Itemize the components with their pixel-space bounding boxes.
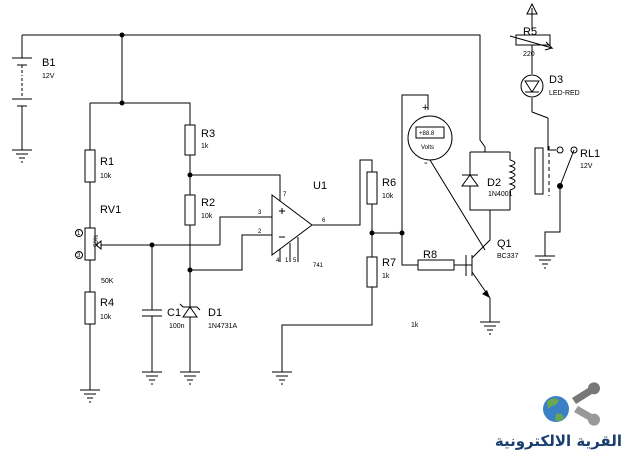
- rv1-pin-bottom: 3: [77, 253, 81, 259]
- rl1-value: 12V: [580, 163, 593, 170]
- opamp-u1: U1 741 3 2 6 7 4 1 5: [190, 159, 373, 271]
- wrench-icon: [572, 382, 600, 426]
- r3-value: 1k: [201, 143, 209, 150]
- relay-rl1: RL1 12V: [508, 118, 600, 269]
- r6-value: 10k: [382, 193, 394, 200]
- rv1-pin-top: 1: [77, 231, 81, 237]
- r1-value: 10k: [100, 173, 112, 180]
- resistor-r4: R4 10k: [84, 291, 114, 390]
- r5-value: 220: [523, 51, 535, 58]
- u1-pin-vplus: 7: [283, 192, 287, 198]
- voltmeter-plus: +: [422, 102, 428, 114]
- top-rail-wires: [21, 32, 486, 152]
- d2-value: 1N4001: [488, 191, 513, 198]
- r6-ref: R6: [382, 177, 396, 189]
- rv1-ref: RV1: [100, 204, 121, 216]
- globe-icon: [543, 396, 569, 422]
- resistor-r1: R1 10k: [84, 149, 114, 228]
- rv1-value: 50K: [101, 278, 114, 285]
- transistor-q1: Q1 BC337: [465, 210, 519, 335]
- u1-pin-a: 1: [285, 258, 289, 264]
- r4-ref: R4: [100, 297, 114, 309]
- u1-pin-vminus: 4: [276, 258, 280, 264]
- r8-value: 1k: [411, 322, 419, 329]
- q1-ref: Q1: [497, 238, 512, 250]
- u1-pin-noninv: 3: [258, 210, 262, 216]
- resistor-r2: R2 10k: [184, 194, 215, 307]
- r5-ref: R5: [523, 26, 537, 38]
- d2-ref: D2: [487, 177, 501, 189]
- supply-terminal: [526, 2, 538, 30]
- ground-r4: [80, 389, 100, 403]
- u1-part: 741: [313, 263, 324, 269]
- r2-value: 10k: [201, 213, 213, 220]
- voltmeter-unit: Volts: [421, 145, 434, 151]
- rl1-ref: RL1: [580, 148, 600, 160]
- c1-value: 100n: [169, 323, 185, 330]
- resistor-r6: R6 10k: [366, 171, 396, 257]
- u1-ref: U1: [313, 180, 327, 192]
- resistor-r8: R8 1k: [372, 94, 466, 329]
- voltmeter: + +88.8 Volts -: [407, 102, 486, 251]
- logo-text: القرية الالكترونية: [495, 432, 622, 450]
- q1-value: BC337: [497, 253, 519, 260]
- d3-ref: D3: [549, 74, 563, 86]
- led-d3: D3 LED-RED: [520, 74, 580, 119]
- rv1-wiper-label: 50%: [94, 234, 100, 247]
- r2-ref: R2: [201, 197, 215, 209]
- site-logo: القرية الالكترونية: [495, 382, 622, 450]
- voltmeter-minus: -: [424, 157, 428, 169]
- b1-value: 12V: [42, 73, 55, 80]
- r7-ref: R7: [382, 257, 396, 269]
- voltmeter-reading: +88.8: [419, 131, 435, 137]
- u1-pin-out: 6: [322, 218, 326, 224]
- zener-diode-d1: D1 1N4731A: [179, 303, 238, 385]
- r3-ref: R3: [201, 128, 215, 140]
- d3-value: LED-RED: [549, 90, 580, 97]
- d1-ref: D1: [208, 307, 222, 319]
- diode-d2: D2 1N4001: [461, 151, 513, 211]
- potentiometer-rv1: 50% 1 3 RV1 50K: [75, 204, 220, 292]
- d1-value: 1N4731A: [208, 323, 238, 330]
- b1-ref: B1: [42, 57, 55, 69]
- r8-ref: R8: [423, 249, 437, 261]
- r4-value: 10k: [100, 314, 112, 321]
- u1-pin-b: 5: [293, 258, 297, 264]
- c1-ref: C1: [167, 307, 181, 319]
- capacitor-c1: C1 100n: [142, 245, 185, 385]
- resistor-r3: R3 1k: [184, 124, 215, 195]
- battery-b1: B1 12V: [12, 57, 55, 163]
- r1-ref: R1: [100, 156, 114, 168]
- u1-pin-inv: 2: [258, 229, 262, 235]
- resistor-r7: R7 1k: [272, 256, 396, 385]
- resistor-r5: R5 220: [509, 26, 554, 74]
- r7-value: 1k: [382, 273, 390, 280]
